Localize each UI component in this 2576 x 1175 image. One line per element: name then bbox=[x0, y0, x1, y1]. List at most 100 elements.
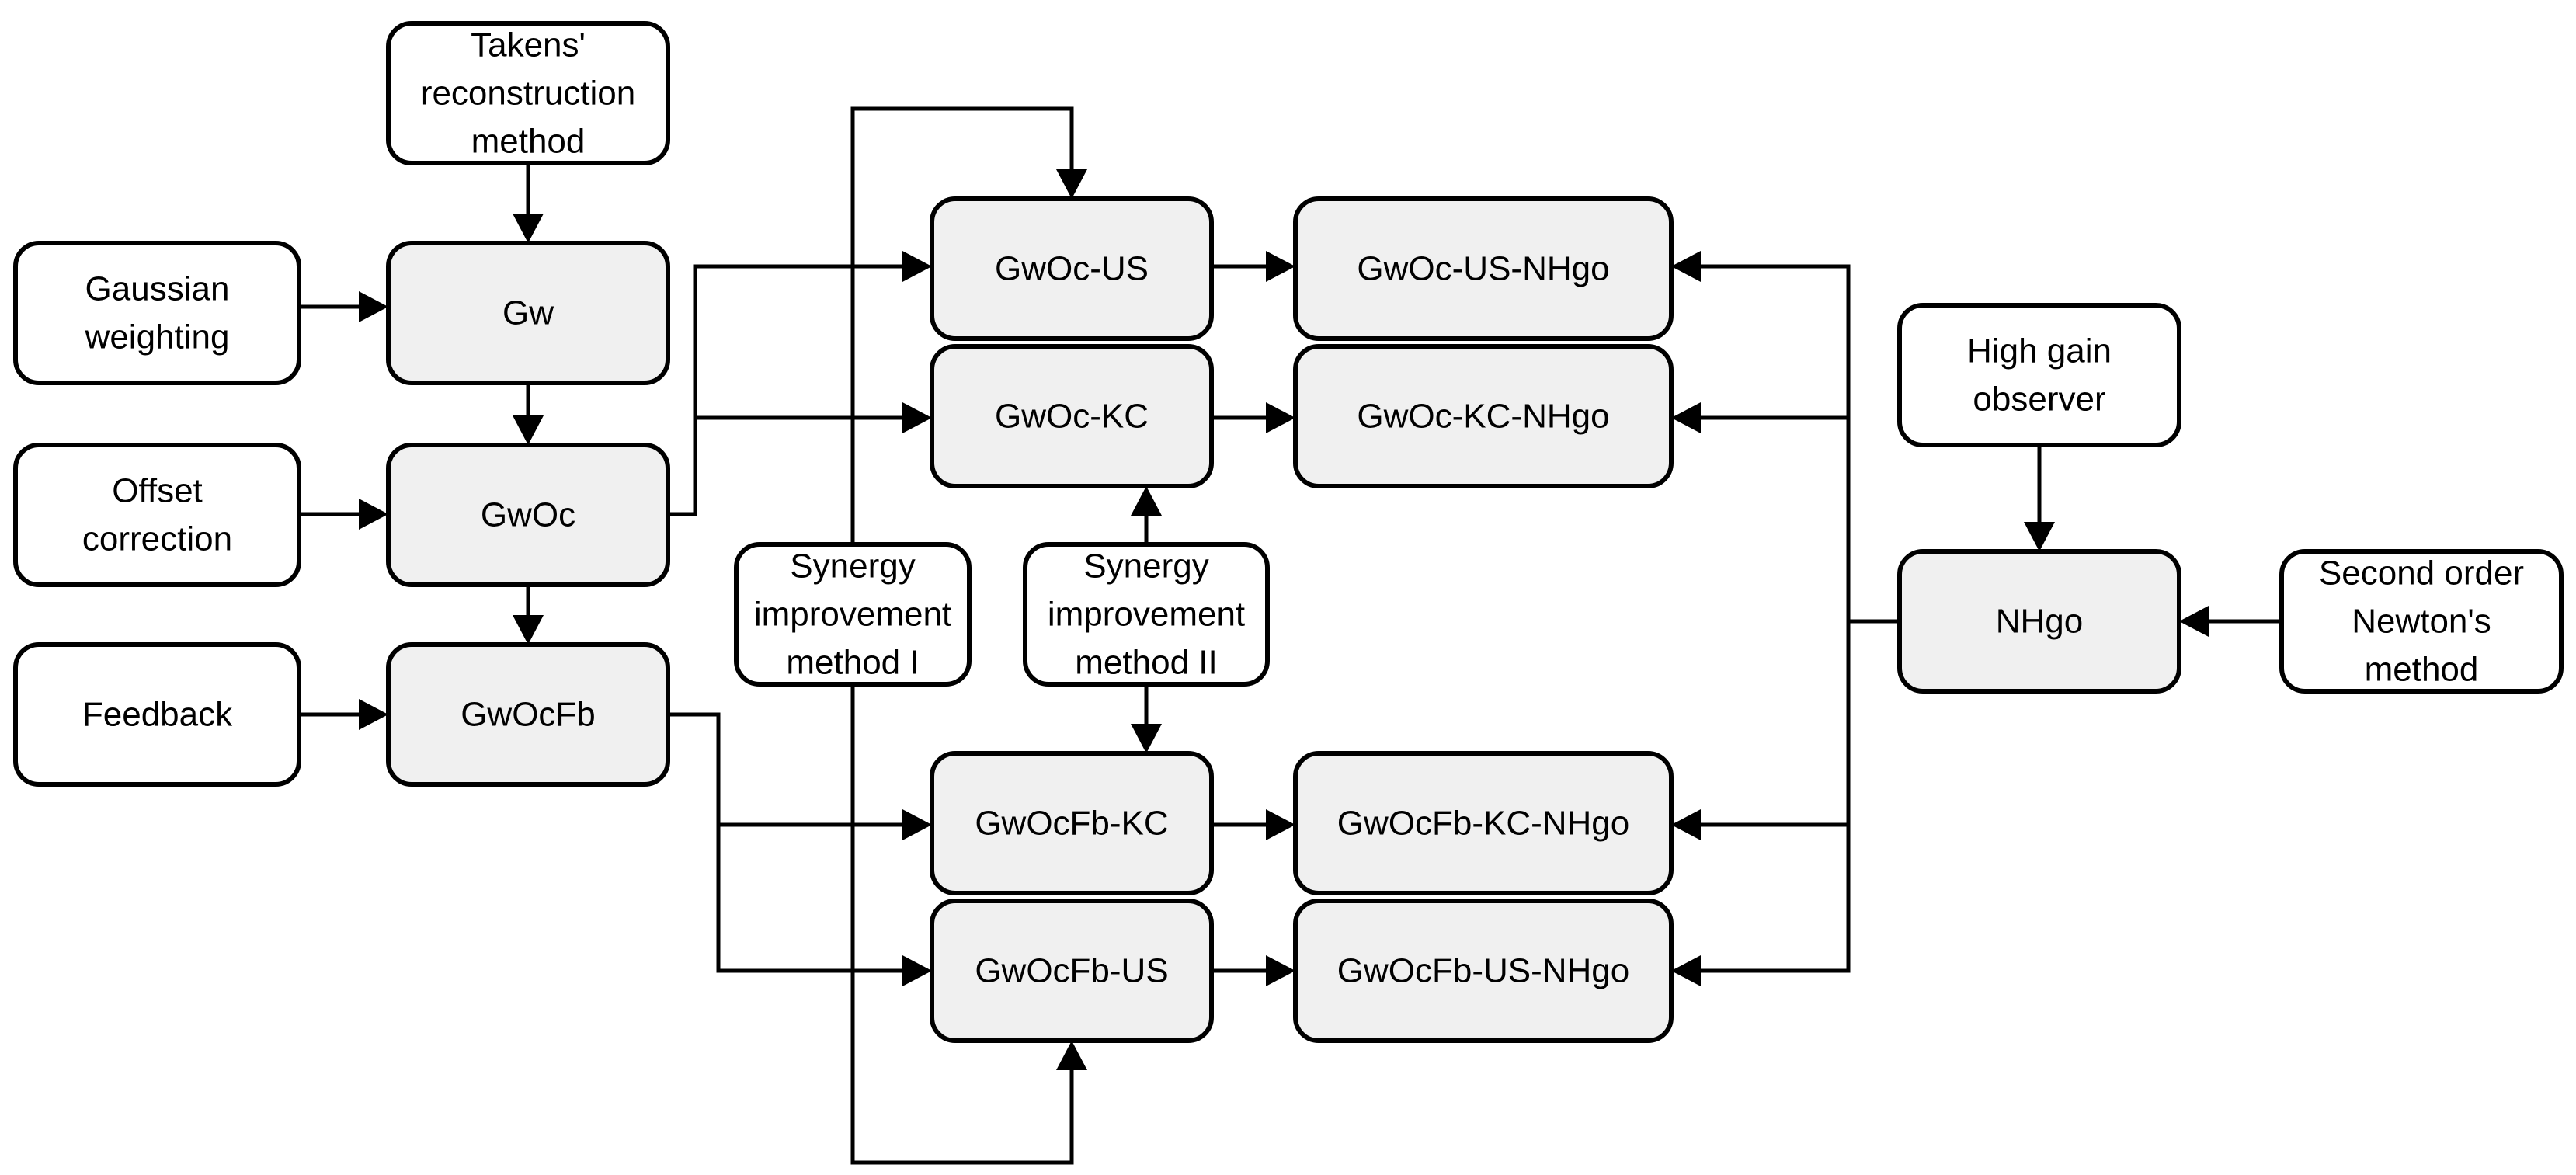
arrowhead-icon bbox=[359, 499, 388, 530]
arrow-gwocfb-to-gwocfb-us bbox=[716, 825, 932, 986]
node-label-line: GwOc-KC-NHgo bbox=[1357, 398, 1609, 436]
node-box bbox=[2279, 549, 2564, 694]
node-label-line: NHgo bbox=[1996, 603, 2084, 641]
arrow-gwocfb-us-to-gwocfb-us-nhgo bbox=[1212, 955, 1295, 986]
node-label-line: GwOcFb-US bbox=[975, 952, 1168, 990]
arrowhead-icon bbox=[1056, 169, 1087, 199]
node-label-line: Gw bbox=[502, 294, 554, 332]
arrowhead-icon bbox=[902, 251, 932, 282]
arrowhead-icon bbox=[1671, 809, 1701, 840]
node-label-line: Offset bbox=[112, 472, 203, 510]
arrowhead-icon bbox=[2024, 522, 2055, 551]
node-label-line: Synergy bbox=[1083, 548, 1208, 586]
node-box bbox=[930, 196, 1214, 341]
arrow-gwoc-to-gwocfb bbox=[513, 585, 544, 645]
node-offset: Offset correction bbox=[13, 443, 301, 587]
connector-line bbox=[1695, 621, 1851, 827]
node-gwocfb: GwOcFb bbox=[386, 642, 670, 787]
connector-line bbox=[850, 684, 1074, 1165]
node-label-line: method bbox=[471, 123, 586, 161]
node-box bbox=[734, 542, 972, 687]
arrowhead-icon bbox=[902, 402, 932, 433]
node-label-line: Second order bbox=[2319, 554, 2524, 593]
node-label-line: GwOcFb-KC-NHgo bbox=[1337, 805, 1630, 843]
node-gw: Gw bbox=[386, 241, 670, 385]
arrowhead-icon bbox=[2179, 606, 2209, 637]
arrowhead-icon bbox=[1266, 809, 1295, 840]
arrow-gwoc-us-to-gwoc-us-nhgo bbox=[1212, 251, 1295, 282]
arrowhead-icon bbox=[513, 214, 544, 243]
arrow-syn2-to-gwoc-kc bbox=[1131, 486, 1162, 544]
arrowhead-icon bbox=[359, 699, 388, 730]
node-gwoc: GwOc bbox=[386, 443, 670, 587]
arrowhead-icon bbox=[1056, 1041, 1087, 1070]
node-label-line: weighting bbox=[85, 318, 230, 356]
node-gwocfb-kc-nhgo: GwOcFb-KC-NHgo bbox=[1293, 751, 1674, 895]
node-label-line: GwOc-KC bbox=[995, 398, 1149, 436]
connector-line bbox=[1695, 825, 1851, 973]
arrow-syn1-to-gwoc-us bbox=[850, 106, 1087, 544]
arrow-offset-to-gwoc bbox=[299, 499, 388, 530]
node-label-line: GwOcFb-KC bbox=[975, 805, 1168, 843]
arrowhead-icon bbox=[1131, 486, 1162, 516]
node-label-line: method bbox=[2365, 651, 2479, 689]
node-hgo: High gain observer bbox=[1897, 303, 2181, 447]
node-label-line: observer bbox=[1973, 381, 2105, 419]
node-label-line: GwOc-US-NHgo bbox=[1357, 250, 1609, 288]
arrow-nhgo-to-gwocfb-kc-nhgo bbox=[1671, 621, 1851, 840]
node-box bbox=[1293, 751, 1674, 895]
nodes-layer: Takens'reconstructionmethodGaussianweigh… bbox=[13, 21, 2564, 1043]
connector-line bbox=[850, 106, 1074, 544]
node-gwoc-us: GwOc-US bbox=[930, 196, 1214, 341]
node-label-line: Takens' bbox=[471, 26, 586, 64]
node-box bbox=[1293, 899, 1674, 1043]
arrow-nhgo-to-gwoc-us-nhgo bbox=[1671, 251, 1900, 624]
connector-line bbox=[1695, 264, 1900, 624]
node-gwocfb-us-nhgo: GwOcFb-US-NHgo bbox=[1293, 899, 1674, 1043]
node-label-line: Synergy bbox=[790, 548, 915, 586]
arrow-gwoc-kc-to-gwoc-kc-nhgo bbox=[1212, 402, 1295, 433]
node-takens: Takens' reconstruction method bbox=[386, 21, 670, 165]
node-label-line: method II bbox=[1075, 644, 1217, 682]
arrowhead-icon bbox=[359, 291, 388, 322]
node-gwocfb-us: GwOcFb-US bbox=[930, 899, 1214, 1043]
node-box bbox=[386, 642, 670, 787]
node-box bbox=[1897, 303, 2181, 447]
arrow-takens-to-gw bbox=[513, 163, 544, 243]
node-label-line: GwOcFb-US-NHgo bbox=[1337, 952, 1630, 990]
arrow-gwoc-to-gwoc-kc bbox=[695, 402, 932, 433]
node-label-line: GwOc bbox=[481, 496, 575, 534]
arrow-nhgo-to-gwoc-kc-nhgo bbox=[1671, 402, 1848, 433]
arrowhead-icon bbox=[513, 415, 544, 445]
arrow-syn1-to-gwocfb-us bbox=[850, 684, 1087, 1165]
node-label-line: Feedback bbox=[82, 696, 233, 734]
node-box bbox=[930, 899, 1214, 1043]
node-label-line: correction bbox=[82, 520, 232, 558]
node-box bbox=[386, 241, 670, 385]
node-label-line: GwOcFb bbox=[461, 696, 596, 734]
node-box bbox=[13, 642, 301, 787]
node-gwocfb-kc: GwOcFb-KC bbox=[930, 751, 1214, 895]
node-label-line: improvement bbox=[1048, 596, 1245, 634]
node-box bbox=[930, 344, 1214, 488]
node-feedback: Feedback bbox=[13, 642, 301, 787]
node-box bbox=[930, 751, 1214, 895]
arrowhead-icon bbox=[1266, 955, 1295, 986]
arrowhead-icon bbox=[1131, 724, 1162, 753]
arrow-feedback-to-gwocfb bbox=[299, 699, 388, 730]
arrowhead-icon bbox=[902, 955, 932, 986]
arrow-gwocfb-kc-to-gwocfb-kc-nhgo bbox=[1212, 809, 1295, 840]
node-box bbox=[13, 241, 301, 385]
node-label-line: High gain bbox=[1967, 332, 2112, 370]
arrowhead-icon bbox=[1671, 955, 1701, 986]
node-label-line: reconstruction bbox=[421, 75, 635, 113]
arrowhead-icon bbox=[1671, 402, 1701, 433]
arrowhead-icon bbox=[1671, 251, 1701, 282]
node-gwoc-kc: GwOc-KC bbox=[930, 344, 1214, 488]
arrowhead-icon bbox=[902, 809, 932, 840]
node-label-line: method I bbox=[786, 644, 919, 682]
